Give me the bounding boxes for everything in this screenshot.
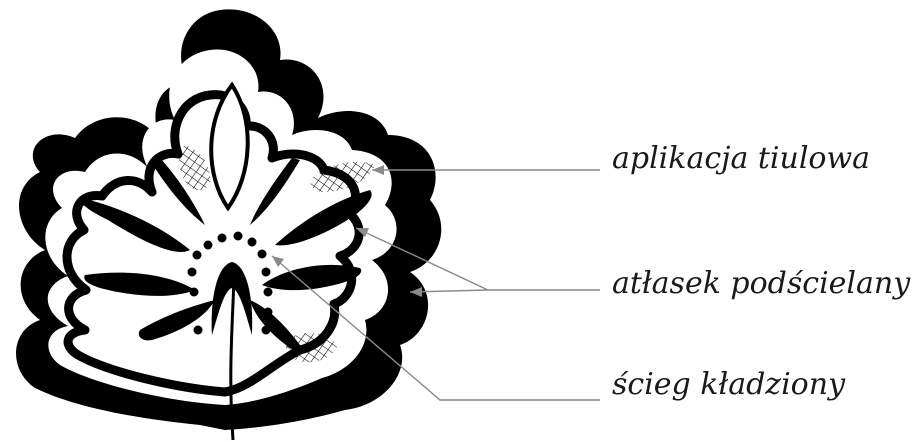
label-padded-satin: atłasek podścielany: [612, 266, 911, 301]
dot: [188, 268, 197, 277]
label-laid-stitch: ścieg kładziony: [612, 367, 846, 402]
callout-labels: aplikacja tiulowa atłasek podścielany śc…: [612, 141, 911, 402]
dot: [192, 308, 201, 317]
dot: [193, 251, 202, 260]
dot: [264, 308, 273, 317]
label-tulle-applique: aplikacja tiulowa: [612, 141, 870, 176]
dot: [218, 234, 227, 243]
dot: [204, 241, 213, 250]
dot: [262, 326, 271, 335]
dot: [262, 268, 271, 277]
dot: [248, 238, 257, 247]
dot: [190, 288, 199, 297]
dot: [234, 232, 243, 241]
dot: [194, 326, 203, 335]
dot: [264, 288, 273, 297]
dot: [258, 250, 267, 259]
